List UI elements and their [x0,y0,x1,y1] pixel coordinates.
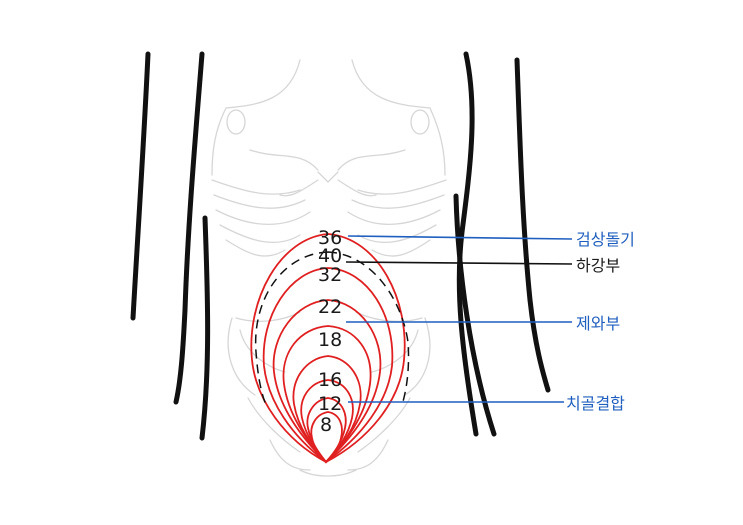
right-outer-contour [514,57,551,393]
leader-line-xiphoid [347,235,573,240]
week-label-36: 36 [318,227,342,249]
body-outline [130,51,551,441]
fundal-height-curves [250,233,406,464]
right-nipple-sketch [410,109,430,135]
label-lower-rib: 하강부 [576,256,620,275]
left-inner-contour [173,51,205,405]
anatomy-sketch [211,59,447,477]
week-label-22: 22 [318,296,342,318]
week-label-16: 16 [318,369,342,391]
week-label-18: 18 [318,329,342,351]
week-numbers: 36 40 32 22 18 16 12 8 [318,227,342,436]
left-nipple-sketch [226,109,246,135]
left-outer-contour [130,51,151,321]
fundus-curve-8 [310,411,343,464]
left-hip-contour [199,215,211,441]
leader-line-lower-rib [345,261,573,265]
week-label-40: 40 [318,245,342,267]
week-label-8: 8 [320,414,332,436]
right-hip-contour [453,193,497,437]
landmark-labels: 검상돌기 하강부 제와부 치골결합 [566,230,635,413]
right-inner-contour [456,51,479,437]
label-xiphoid: 검상돌기 [576,230,635,249]
label-symphysis: 치골결합 [566,394,625,413]
label-umbilicus: 제와부 [576,314,620,333]
week-label-12: 12 [318,393,342,415]
week-label-32: 32 [318,264,342,286]
leader-lines [345,235,573,403]
